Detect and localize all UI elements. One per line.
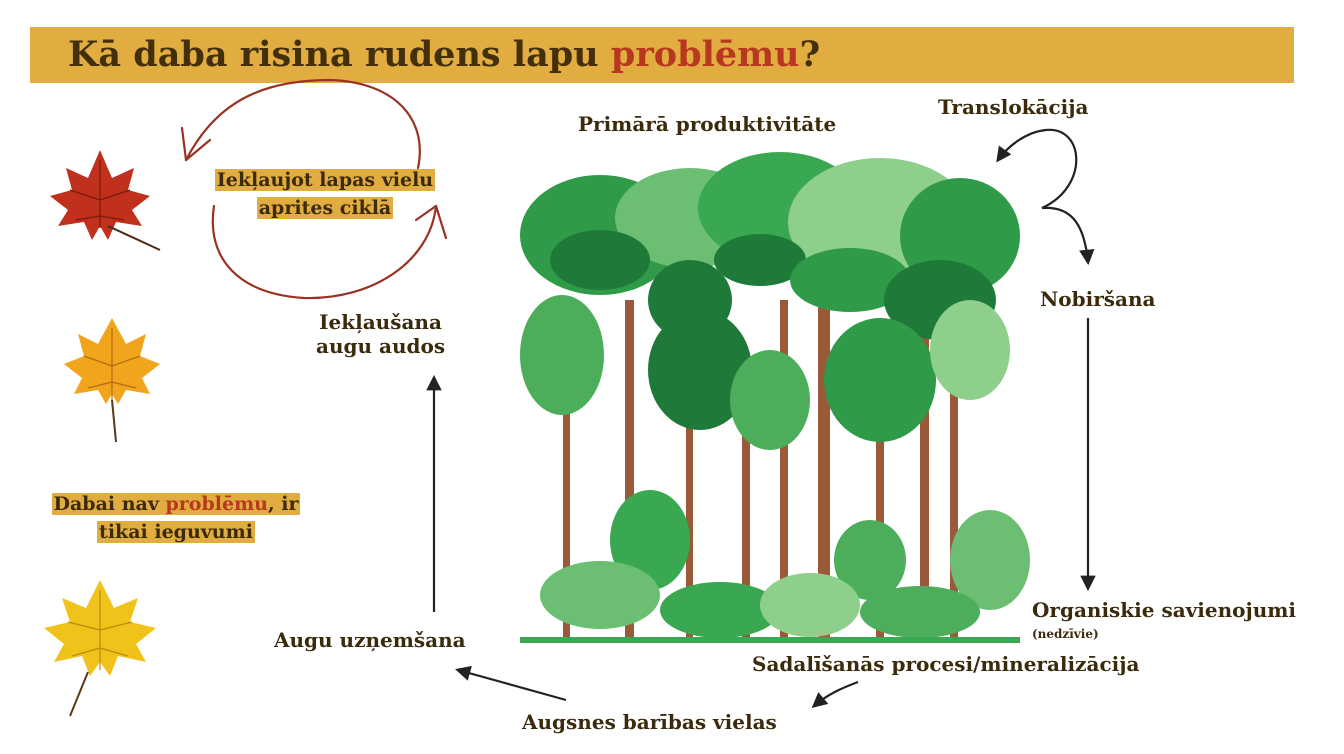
- cycle-note-line2: aprites ciklā: [256, 196, 394, 219]
- cycle-arrows: [426, 128, 1096, 709]
- label-incorporation-line1: Iekļaušana: [319, 310, 442, 334]
- translocation-arrow: [996, 128, 1078, 209]
- label-primary-productivity: Primārā produktivitāte: [578, 112, 837, 136]
- leaf-fall-arrow: [1041, 206, 1095, 266]
- nature-note-suffix: , ir: [268, 493, 299, 515]
- label-organic-compounds: Organiskie savienojumi: [1032, 598, 1297, 622]
- nature-note-prefix: Dabai nav: [53, 493, 166, 515]
- label-leaf-fall: Nobiršana: [1040, 287, 1156, 311]
- cycle-note-line1: Iekļaujot lapas vielu: [214, 169, 436, 191]
- title-suffix: ?: [799, 34, 821, 75]
- orange-maple-leaf-icon: [64, 318, 160, 443]
- label-soil-nutrients: Augsnes barības vielas: [522, 710, 777, 734]
- nature-note-accent: problēmu: [165, 493, 268, 515]
- nature-note-line2: tikai ieguvumi: [97, 520, 255, 543]
- nature-note-line1: Dabai nav problēmu, ir: [51, 493, 301, 515]
- title-banner: [30, 27, 1294, 83]
- red-maple-leaf-icon: [50, 150, 161, 251]
- nature-note: Dabai nav problēmu, ir tikai ieguvumi: [36, 491, 316, 546]
- label-organic-sub: (nedzīvie): [1032, 627, 1099, 641]
- label-incorporation: Iekļaušana augu audos: [316, 310, 445, 358]
- title-prefix: Kā daba risina rudens lapu: [68, 34, 611, 75]
- yellow-maple-leaf-icon: [44, 580, 156, 717]
- label-translocation: Translokācija: [938, 95, 1089, 119]
- hand-drawn-cycle-arrows: [180, 78, 448, 300]
- label-plant-uptake: Augu uzņemšana: [274, 628, 466, 652]
- page-title: Kā daba risina rudens lapu problēmu?: [68, 34, 820, 75]
- label-incorporation-line2: augu audos: [316, 334, 446, 358]
- cycle-note: Iekļaujot lapas vielu aprites ciklā: [200, 167, 450, 222]
- to-nutrients-arrow: [811, 680, 859, 709]
- title-accent: problēmu: [610, 34, 800, 75]
- forest-illustration: [520, 152, 1030, 643]
- label-decomposition: Sadalīšanās procesi/mineralizācija: [752, 652, 1140, 676]
- to-uptake-arrow: [455, 665, 567, 702]
